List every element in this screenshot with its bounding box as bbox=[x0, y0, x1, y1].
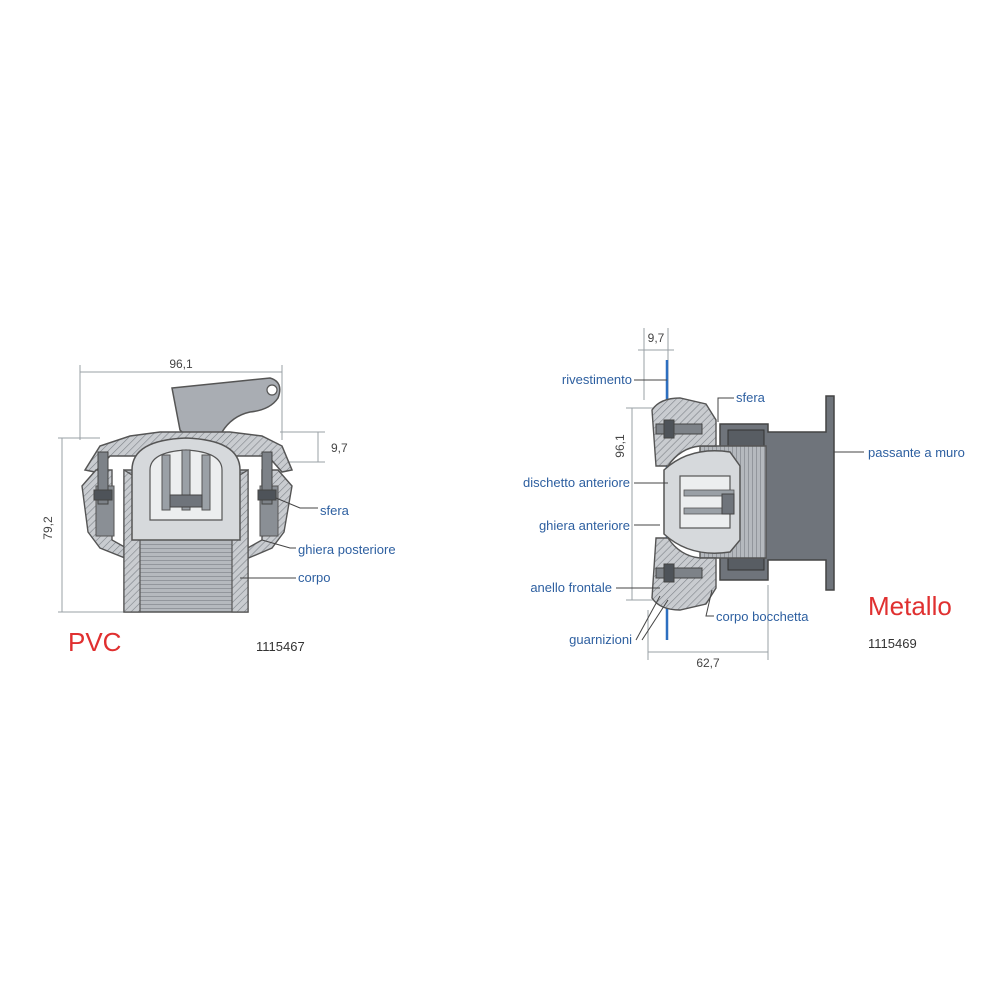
metallo-label-rivestimento: rivestimento bbox=[562, 372, 632, 387]
metallo-label-anello-frontale: anello frontale bbox=[530, 580, 612, 595]
pvc-dim-height: 79,2 bbox=[41, 516, 55, 540]
pvc-label-ghiera-posteriore: ghiera posteriore bbox=[298, 542, 396, 557]
pvc-dim-top: 9,7 bbox=[331, 441, 348, 455]
metallo-label-ghiera-anteriore: ghiera anteriore bbox=[539, 518, 630, 533]
metallo-title: Metallo bbox=[868, 591, 952, 621]
metallo-label-corpo-bocchetta: corpo bocchetta bbox=[716, 609, 809, 624]
metallo-label-guarnizioni: guarnizioni bbox=[569, 632, 632, 647]
metallo-dim-top: 9,7 bbox=[648, 331, 665, 345]
pvc-dim-width: 96,1 bbox=[169, 357, 193, 371]
pvc-code: 1115467 bbox=[256, 639, 305, 654]
pvc-lever bbox=[171, 377, 281, 441]
pvc-dimension-lines bbox=[58, 365, 325, 613]
metallo-label-dischetto-anteriore: dischetto anteriore bbox=[523, 475, 630, 490]
metallo-leaders bbox=[616, 379, 864, 641]
metallo-drawing bbox=[616, 328, 864, 660]
pvc-leaders bbox=[240, 497, 318, 579]
pvc-bolts bbox=[93, 451, 277, 505]
metallo-label-passante-a-muro: passante a muro bbox=[868, 445, 965, 460]
metallo-label-sfera: sfera bbox=[736, 390, 766, 405]
pvc-drawing bbox=[58, 365, 325, 613]
pvc-label-sfera: sfera bbox=[320, 503, 350, 518]
metallo-dim-height: 96,1 bbox=[613, 434, 627, 458]
pvc-label-corpo: corpo bbox=[298, 570, 331, 585]
metallo-dim-bottom: 62,7 bbox=[696, 656, 720, 670]
metallo-code: 1115469 bbox=[868, 636, 917, 651]
pvc-title: PVC bbox=[68, 627, 121, 657]
metallo-bolts bbox=[655, 419, 703, 583]
